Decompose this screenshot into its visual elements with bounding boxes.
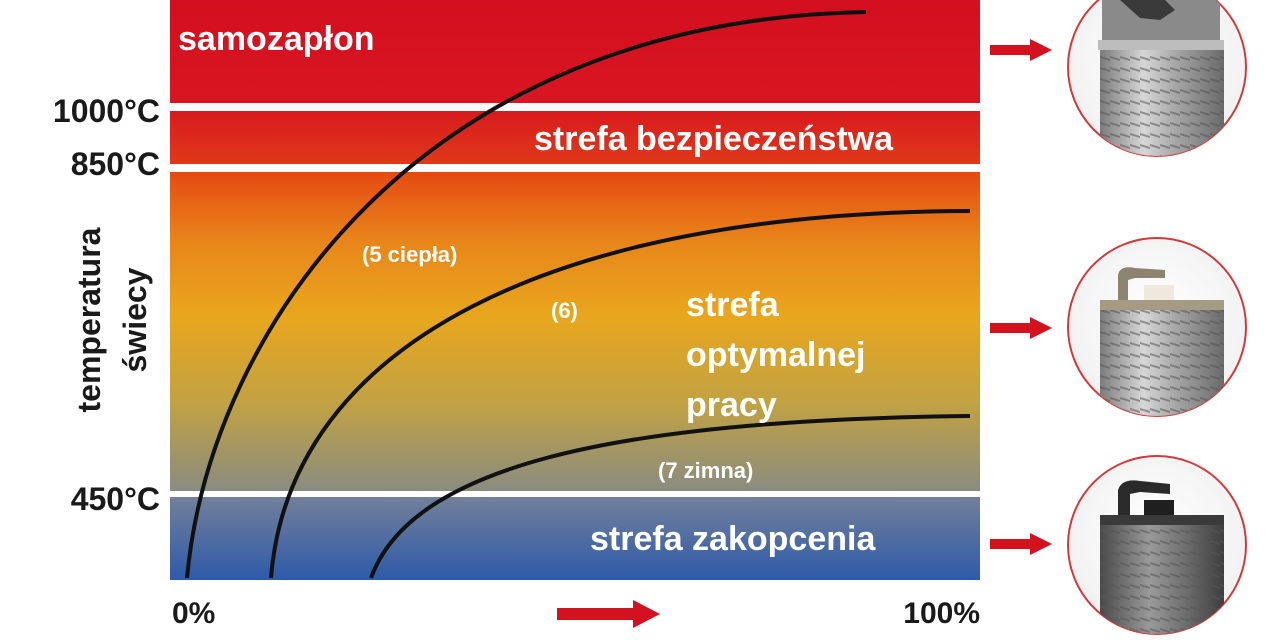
y-axis-label-line2: świecy <box>117 267 153 372</box>
zone-divider <box>170 103 980 111</box>
spark-plug-fouled-photo <box>1067 455 1247 635</box>
zone-optimal <box>170 172 980 491</box>
zone-label-optimal-line2: optymalnej <box>686 336 865 374</box>
curve-heat-6 <box>269 209 971 579</box>
zone-label-optimal-line1: strefa <box>686 286 780 324</box>
arrow-right-icon <box>557 600 660 628</box>
zone-autoignition <box>170 0 980 103</box>
zone-fouling <box>170 497 980 580</box>
curve-label-6: (6) <box>551 298 578 323</box>
temp-label-450: 450°C <box>71 481 160 517</box>
spark-plug-overheated-photo <box>1067 0 1247 157</box>
arrow-right-icon <box>990 317 1052 339</box>
curve-label-7: (7 zimna) <box>658 458 753 483</box>
spark-plug-normal-photo <box>1067 237 1247 417</box>
zone-label-optimal-line3: pracy <box>686 386 777 424</box>
curve-heat-7-cold <box>369 414 971 579</box>
zone-label-autoignition: samozapłon <box>178 20 374 58</box>
curve-label-5: (5 ciepła) <box>362 242 457 267</box>
y-axis-label-line1: temperatura <box>71 227 107 412</box>
zone-label-fouling: strefa zakopcenia <box>590 520 876 558</box>
arrow-right-icon <box>990 39 1052 61</box>
arrow-right-icon <box>990 533 1052 555</box>
temp-label-1000: 1000°C <box>53 93 160 129</box>
temp-label-850: 850°C <box>71 146 160 182</box>
zone-safety <box>170 111 980 164</box>
zone-divider <box>170 164 980 172</box>
curve-heat-5-hot <box>185 10 867 579</box>
x-axis-min-label: 0% <box>172 597 215 630</box>
y-axis-label: temperatura świecy <box>71 227 153 412</box>
zone-divider <box>170 491 980 497</box>
x-axis-max-label: 100% <box>903 597 980 630</box>
zone-label-safety: strefa bezpieczeństwa <box>534 120 894 158</box>
